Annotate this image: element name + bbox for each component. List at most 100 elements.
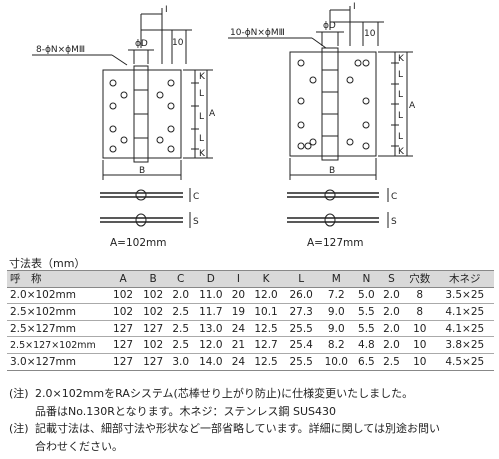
header-cell: L bbox=[283, 270, 319, 288]
table-cell: 127 bbox=[108, 320, 139, 338]
dim-l-label: L bbox=[398, 111, 403, 121]
table-cell: 102 bbox=[138, 336, 169, 354]
dim-b-label: B bbox=[139, 166, 145, 176]
dim-l-label: L bbox=[398, 70, 403, 80]
dim-k-label: K bbox=[199, 72, 206, 82]
table-cell: 5.5 bbox=[353, 303, 379, 321]
dim-b-label: B bbox=[329, 166, 335, 176]
header-cell: A bbox=[108, 270, 139, 288]
header-cell: 穴数 bbox=[404, 270, 436, 288]
dim-k-label: K bbox=[199, 149, 206, 159]
dim-c-label: C bbox=[193, 192, 199, 202]
table-cell: 25.5 bbox=[283, 320, 319, 338]
dim-l-label: L bbox=[199, 89, 204, 99]
table-cell: 12.5 bbox=[248, 353, 284, 371]
dim-d-label: ϕD bbox=[135, 39, 148, 49]
header-cell: M bbox=[318, 270, 354, 288]
table-row: 3.0×127mm 127 127 3.0 14.0 24 12.5 25.5 … bbox=[7, 353, 494, 371]
header-cell: K bbox=[248, 270, 284, 288]
table-cell: 2.5×127×102mm bbox=[7, 336, 108, 354]
table-cell: 127 bbox=[138, 353, 169, 371]
table-cell: 5.0 bbox=[353, 287, 379, 305]
table-cell: 2.5 bbox=[378, 353, 404, 371]
table-cell: 12.7 bbox=[248, 336, 284, 354]
table-cell: 24 bbox=[228, 353, 249, 371]
table-cell: 2.0 bbox=[378, 287, 404, 305]
table-cell: 20 bbox=[228, 287, 249, 305]
header-cell: 呼 称 bbox=[7, 270, 108, 288]
table-cell: 3.0 bbox=[168, 353, 194, 371]
table-cell: 127 bbox=[108, 336, 139, 354]
note-mark: (注) bbox=[9, 422, 29, 435]
note-item: (注) 2.0×102mmをRAシステム(芯棒せり上がり防止)に仕様変更いたしま… bbox=[9, 385, 495, 420]
table-row: 2.5×102mm 102 102 2.5 11.7 19 10.1 27.3 … bbox=[7, 303, 494, 321]
dim-a-label: A bbox=[209, 109, 216, 119]
table-cell: 24 bbox=[228, 320, 249, 338]
table-row: 2.5×127×102mm 127 102 2.5 12.0 21 12.7 2… bbox=[7, 336, 494, 354]
table-cell: 3.5×25 bbox=[435, 287, 494, 305]
table-cell: 10 bbox=[404, 320, 436, 338]
header-cell: N bbox=[353, 270, 379, 288]
dim-10-label: 10 bbox=[364, 29, 376, 39]
dim-k-label: K bbox=[398, 147, 405, 157]
hinge-labels-127: 10-ϕN×ϕMⅢ ϕD I 10 K L L L L K A B C S bbox=[230, 2, 416, 227]
table-cell: 2.0×102mm bbox=[7, 287, 108, 305]
dim-i-label: I bbox=[165, 5, 168, 15]
table-cell: 21 bbox=[228, 336, 249, 354]
hole-spec-label: 8-ϕN×ϕMⅢ bbox=[36, 45, 85, 55]
table-cell: 127 bbox=[108, 353, 139, 371]
table-cell: 10.0 bbox=[318, 353, 354, 371]
dim-s-label: S bbox=[391, 217, 397, 227]
dim-d-label: ϕD bbox=[323, 21, 336, 31]
table-cell: 127 bbox=[138, 320, 169, 338]
dim-c-label: C bbox=[391, 192, 397, 202]
dim-10-label: 10 bbox=[172, 38, 184, 48]
header-cell: 木ネジ bbox=[435, 270, 494, 288]
table-cell: 2.5×127mm bbox=[7, 320, 108, 338]
table-cell: 9.0 bbox=[318, 320, 354, 338]
table-cell: 27.3 bbox=[283, 303, 319, 321]
table-cell: 10.1 bbox=[248, 303, 284, 321]
table-cell: 8 bbox=[404, 303, 436, 321]
table-cell: 4.1×25 bbox=[435, 320, 494, 338]
table-cell: 102 bbox=[138, 303, 169, 321]
hinge-drawing-127 bbox=[228, 6, 413, 228]
table-header-row: 呼 称 A B C D I K L M N S 穴数 木ネジ bbox=[7, 270, 494, 288]
note-line: 品番はNo.130Rとなります。木ネジ：ステンレス鋼 SUS430 bbox=[35, 404, 336, 418]
table-cell: 25.4 bbox=[283, 336, 319, 354]
dim-a-label: A bbox=[409, 101, 416, 111]
table-title: 寸法表（mm） bbox=[9, 257, 86, 270]
table-cell: 2.0 bbox=[378, 320, 404, 338]
table-cell: 5.5 bbox=[353, 320, 379, 338]
dim-s-label: S bbox=[193, 217, 199, 227]
table-cell: 2.5 bbox=[168, 336, 194, 354]
hinge-labels-102: 8-ϕN×ϕMⅢ ϕD I 10 K L L L K A B C S bbox=[36, 5, 216, 227]
table-cell: 102 bbox=[138, 287, 169, 305]
table-cell: 10 bbox=[404, 353, 436, 371]
dimension-table: 呼 称 A B C D I K L M N S 穴数 木ネジ 2.0×102mm… bbox=[7, 270, 494, 371]
hinge-drawing-102 bbox=[32, 8, 213, 228]
table-cell: 13.0 bbox=[193, 320, 229, 338]
header-cell: C bbox=[168, 270, 194, 288]
note-mark: (注) bbox=[9, 387, 29, 400]
table-cell: 11.0 bbox=[193, 287, 229, 305]
note-body: 記載寸法は、細部寸法や形状など一部省略しています。詳細に関しては別途お問い 合わ… bbox=[35, 420, 440, 455]
table-cell: 19 bbox=[228, 303, 249, 321]
header-cell: B bbox=[138, 270, 169, 288]
table-cell: 25.5 bbox=[283, 353, 319, 371]
table-cell: 2.5×102mm bbox=[7, 303, 108, 321]
dim-l-label: L bbox=[398, 90, 403, 100]
table-cell: 12.0 bbox=[248, 287, 284, 305]
table-cell: 4.1×25 bbox=[435, 303, 494, 321]
notes: (注) 2.0×102mmをRAシステム(芯棒せり上がり防止)に仕様変更いたしま… bbox=[9, 385, 495, 455]
table-cell: 2.0 bbox=[378, 336, 404, 354]
table-cell: 3.8×25 bbox=[435, 336, 494, 354]
dim-l-label: L bbox=[199, 134, 204, 144]
caption-a-102: A=102mm bbox=[110, 237, 167, 249]
table-cell: 10 bbox=[404, 336, 436, 354]
hole-spec-label: 10-ϕN×ϕMⅢ bbox=[230, 28, 285, 38]
table-cell: 2.5 bbox=[168, 303, 194, 321]
note-line: 記載寸法は、細部寸法や形状など一部省略しています。詳細に関しては別途お問い bbox=[35, 422, 441, 435]
table-cell: 7.2 bbox=[318, 287, 354, 305]
table-cell: 102 bbox=[108, 287, 139, 305]
